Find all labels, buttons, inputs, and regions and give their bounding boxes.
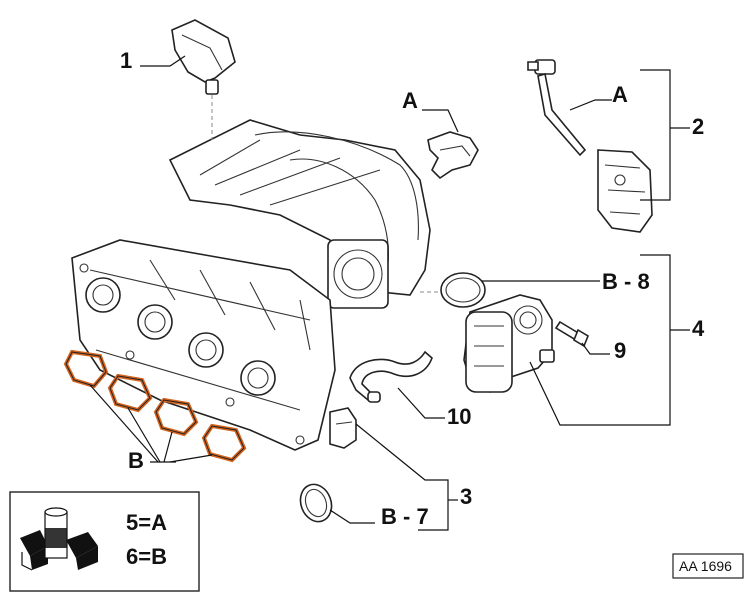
screw — [554, 320, 589, 348]
callout-a-hose: A — [612, 82, 628, 107]
manifold-gaskets — [63, 349, 247, 463]
throttle-body — [463, 294, 555, 393]
callout-10: 10 — [447, 404, 471, 429]
map-sensor — [171, 19, 236, 140]
plug-cap — [329, 407, 357, 449]
callout-a-clip: A — [402, 88, 418, 113]
callout-3: 3 — [460, 484, 472, 509]
legend-line-1: 5=A — [126, 510, 167, 535]
o-ring — [440, 272, 486, 308]
callout-b-gaskets: B — [128, 448, 144, 473]
legend-line-2: 6=B — [126, 544, 167, 569]
callout-b8: B - 8 — [602, 269, 650, 294]
vacuum-hose-assembly — [527, 59, 653, 233]
hose-clip — [427, 131, 479, 180]
callout-b7: B - 7 — [381, 504, 429, 529]
seal-ring — [299, 483, 333, 523]
breather-hose — [349, 350, 433, 403]
parts-kit-icon — [20, 507, 98, 571]
callout-2: 2 — [692, 114, 704, 139]
intake-manifold — [71, 119, 431, 451]
callout-1: 1 — [120, 48, 132, 73]
reference-code: AA 1696 — [679, 558, 732, 574]
legend-box: 5=A 6=B — [9, 491, 200, 592]
reference-box: AA 1696 — [672, 553, 744, 579]
callout-9: 9 — [614, 338, 626, 363]
callout-4: 4 — [692, 316, 705, 341]
